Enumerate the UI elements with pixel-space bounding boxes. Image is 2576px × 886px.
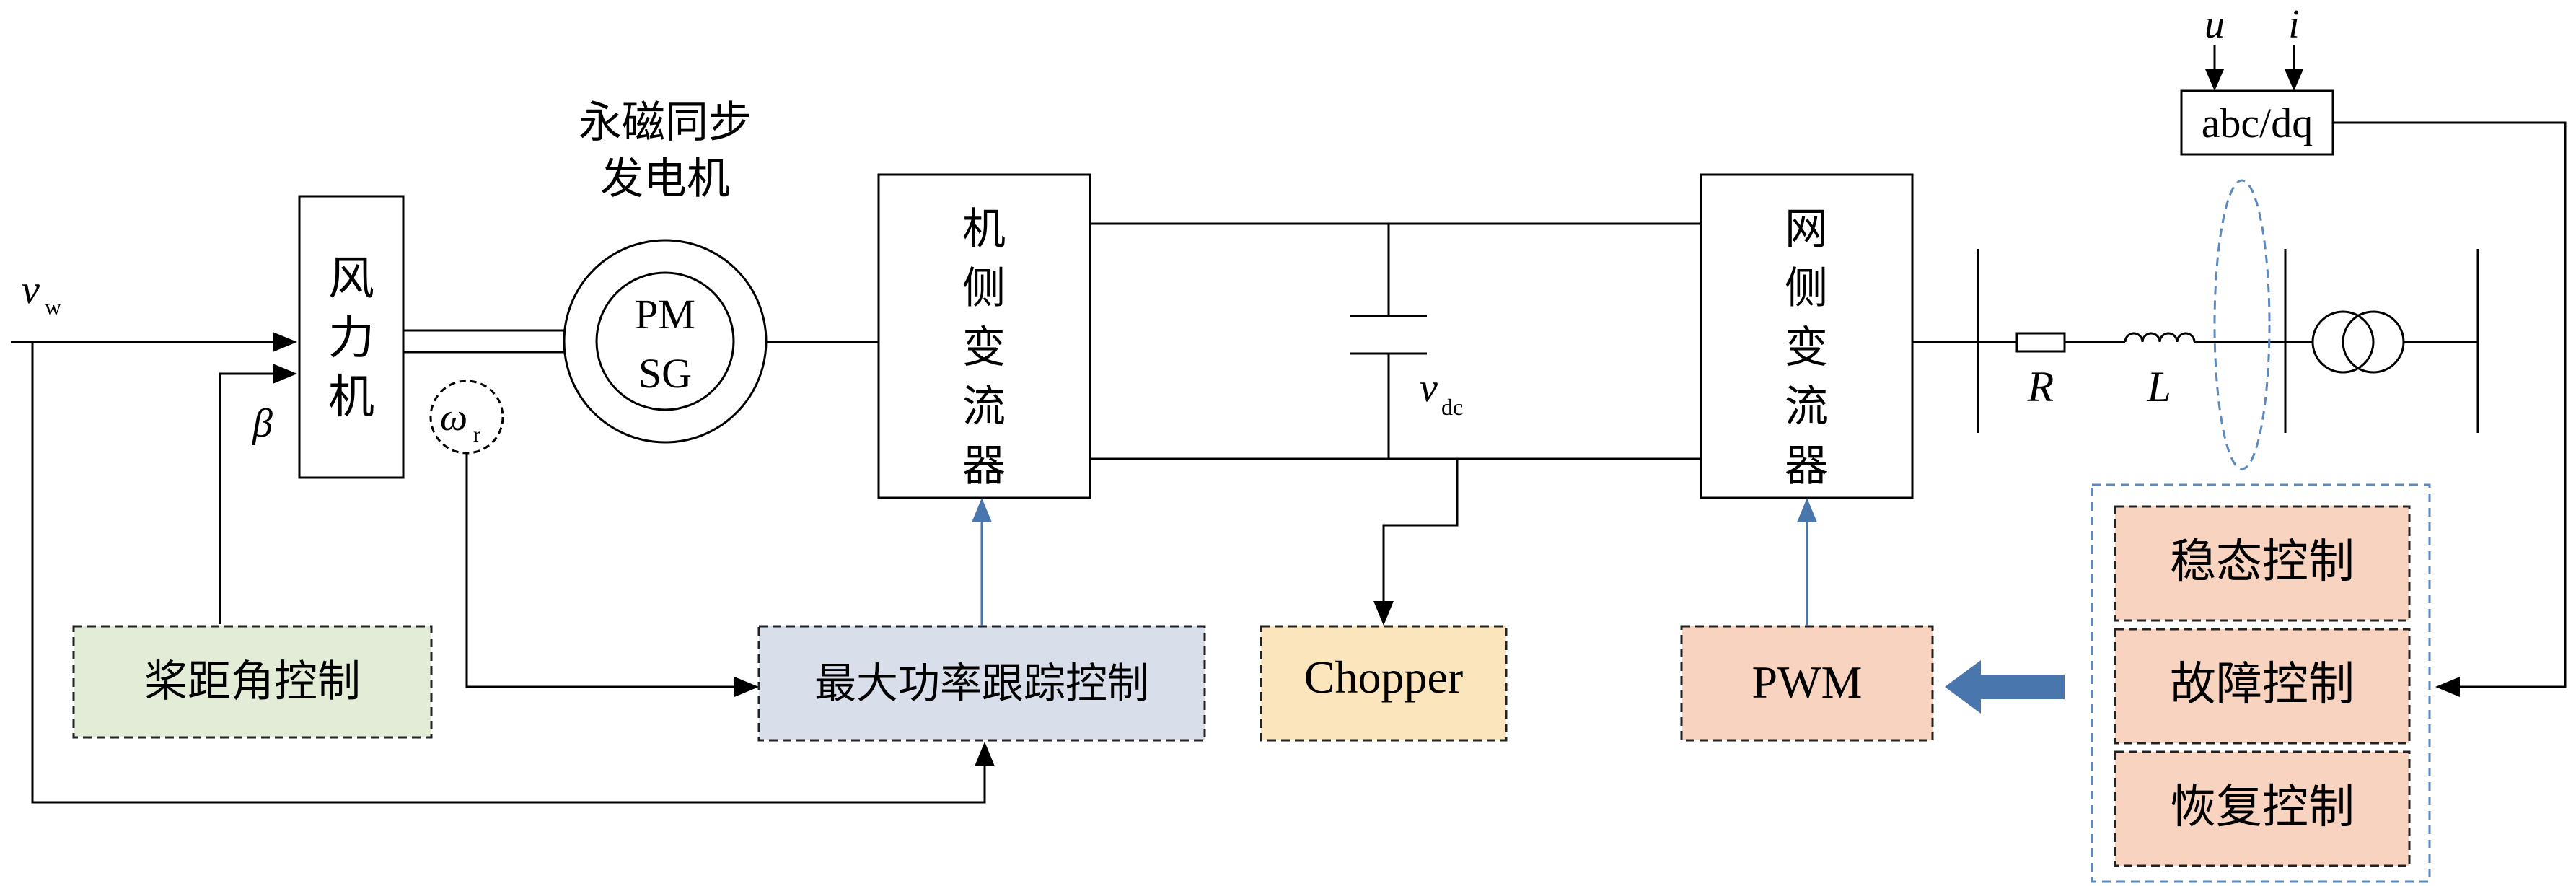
inductor-label: L	[2146, 363, 2171, 411]
rotor-speed-sensor: ω r	[429, 380, 759, 697]
steady-state-control-label: 稳态控制	[2170, 535, 2355, 589]
i-label: i	[2288, 2, 2300, 47]
vw-to-mppt-line	[31, 342, 986, 804]
mc-char-3: 变	[962, 323, 1006, 373]
pmsg-label-1: PM	[635, 291, 695, 338]
mc-char-2: 侧	[962, 263, 1006, 314]
recovery-control-label: 恢复控制	[2170, 781, 2355, 834]
mc-char-4: 流	[962, 382, 1006, 432]
pmsg-inner-circle	[595, 271, 735, 411]
pmsg-title-2: 发电机	[600, 154, 730, 204]
i-arrowhead	[2285, 69, 2303, 91]
vw-mppt-arrowhead	[975, 742, 995, 766]
wind-speed-input: v w	[11, 268, 297, 352]
chopper-box	[1260, 625, 1508, 742]
fault-control-label: 故障控制	[2170, 658, 2355, 711]
abc-dq-box	[2180, 89, 2334, 156]
u-label: u	[2204, 2, 2225, 47]
resistor-R	[2015, 332, 2066, 353]
beta-symbol: β	[252, 401, 273, 446]
transformer-coil-1	[2311, 310, 2375, 374]
omega-to-mppt-line	[465, 453, 736, 688]
gc-char-4: 流	[1785, 382, 1828, 432]
gc-char-5: 器	[1785, 441, 1828, 491]
wind-turbine-char-2: 力	[328, 312, 374, 365]
measurement-point-ellipse	[2213, 179, 2271, 470]
wind-turbine-block: 风 力 机	[298, 195, 405, 479]
vw-subscript: w	[45, 294, 61, 320]
resistor-label: R	[2027, 363, 2054, 411]
pwm-block: PWM	[1680, 498, 2065, 742]
machine-side-converter: 机 侧 变 流 器	[877, 173, 1091, 499]
omega-symbol: ω	[440, 395, 467, 439]
wind-turbine-char-1: 风	[328, 253, 374, 306]
dc-link: v dc	[1090, 222, 1701, 626]
chopper-arrowhead	[1373, 601, 1394, 626]
inductor-L	[2124, 332, 2196, 343]
vw-symbol: v	[22, 268, 40, 312]
control-arrowhead	[2435, 677, 2460, 697]
grid-side-converter: 网 侧 变 流 器	[1700, 173, 1914, 499]
abc-dq-text: abc/dq	[2202, 100, 2313, 146]
abc-dq-transform: u i abc/dq	[2180, 2, 2567, 697]
pwm-label: PWM	[1752, 657, 1863, 708]
mppt-blue-arrowhead	[972, 498, 992, 522]
pwm-box	[1680, 625, 1934, 742]
pitch-angle-signal: β	[219, 364, 297, 624]
mppt-control-block: 最大功率跟踪控制	[757, 498, 1206, 742]
pitch-control-box	[72, 625, 433, 739]
vdc-to-chopper-line	[1382, 459, 1459, 602]
pmsg-generator: 永磁同步 发电机 PM SG	[563, 97, 768, 444]
recovery-control-box	[2114, 750, 2411, 867]
pmsg-label-2: SG	[638, 350, 692, 397]
gc-char-1: 网	[1785, 204, 1828, 255]
gc-char-3: 变	[1785, 323, 1828, 373]
mppt-control-label: 最大功率跟踪控制	[814, 659, 1149, 708]
abc-dq-to-control-line	[2333, 121, 2567, 688]
vdc-symbol: v	[1420, 366, 1438, 411]
wind-turbine-box	[298, 195, 405, 479]
grid-network: R L	[1912, 179, 2479, 470]
omega-arrowhead	[734, 677, 759, 697]
beta-line	[219, 372, 274, 624]
u-arrowhead	[2205, 69, 2224, 91]
grid-converter-box	[1700, 173, 1914, 499]
gc-char-2: 侧	[1785, 263, 1828, 314]
machine-converter-box	[877, 173, 1091, 499]
pitch-control-block: 桨距角控制	[72, 625, 433, 739]
mppt-control-box	[757, 625, 1206, 742]
omega-subscript: r	[473, 423, 480, 447]
mc-char-5: 器	[962, 441, 1006, 491]
control-to-pwm-block-arrow	[1945, 660, 2065, 714]
chopper-label: Chopper	[1304, 652, 1463, 703]
pitch-control-label: 桨距角控制	[144, 657, 361, 707]
beta-arrowhead	[273, 364, 297, 384]
pwm-blue-arrowhead	[1797, 498, 1817, 522]
grid-control-group: 稳态控制 故障控制 恢复控制	[2091, 483, 2431, 883]
steady-state-control-box	[2114, 505, 2411, 622]
wind-turbine-char-3: 机	[328, 371, 374, 424]
pmsg-title-1: 永磁同步	[579, 97, 752, 148]
vw-arrowhead	[273, 332, 297, 352]
chopper-block: Chopper	[1260, 625, 1508, 742]
control-group-frame	[2091, 483, 2431, 883]
mc-char-1: 机	[962, 204, 1006, 255]
vdc-subscript: dc	[1441, 394, 1463, 420]
fault-control-box	[2114, 628, 2411, 745]
